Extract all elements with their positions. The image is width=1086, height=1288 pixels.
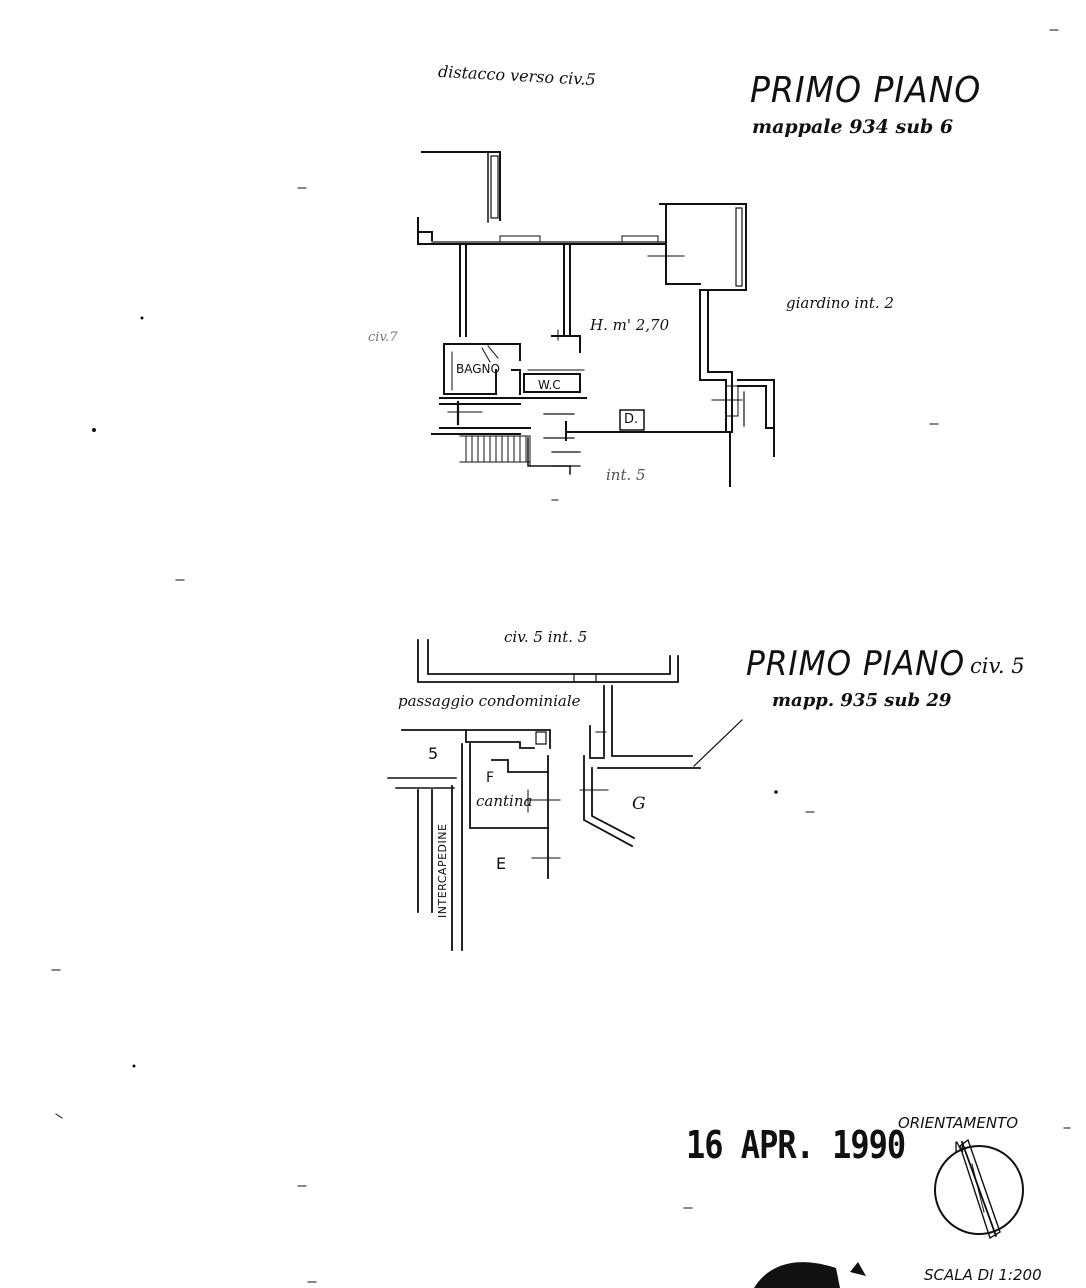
room-f-label: F <box>486 770 495 786</box>
plan2-title: PRIMO PIANO <box>746 644 966 684</box>
civ7-label: civ.7 <box>368 330 398 345</box>
int5-label: int. 5 <box>606 466 646 484</box>
scale-label: SCALA DI 1:200 <box>924 1266 1042 1284</box>
compass-rose <box>934 1138 1024 1240</box>
north-label: N <box>954 1140 965 1156</box>
plan1-title: PRIMO PIANO <box>750 70 982 111</box>
cantina-label: cantina <box>476 792 533 810</box>
plan1-walls <box>417 151 775 487</box>
plan2-subtitle: mapp. 935 sub 29 <box>772 690 952 711</box>
intercapedine-label: INTERCAPEDINE <box>436 823 449 918</box>
plan2-top-label: civ. 5 int. 5 <box>504 628 588 646</box>
d-label: D. <box>624 412 639 427</box>
bagno-label: BAGNO <box>456 362 500 376</box>
wc-label: W.C <box>538 378 561 392</box>
height-label: H. m' 2,70 <box>590 316 670 334</box>
room-5-label: 5 <box>428 744 439 763</box>
passaggio-label: passaggio condominiale <box>398 692 581 710</box>
plan2-walls <box>387 639 743 951</box>
room-g-label: G <box>632 794 646 814</box>
seal-stamp <box>754 1262 866 1288</box>
orientamento-label: ORIENTAMENTO <box>898 1114 1019 1132</box>
date-stamp: 16 APR. 1990 <box>686 1122 906 1168</box>
scan-specks <box>51 29 1071 1283</box>
stairs <box>459 435 531 467</box>
plan1-subtitle: mappale 934 sub 6 <box>752 116 954 138</box>
plan2-civ: civ. 5 <box>970 654 1025 678</box>
giardino-label: giardino int. 2 <box>786 294 894 312</box>
room-e-label: E <box>496 854 507 873</box>
